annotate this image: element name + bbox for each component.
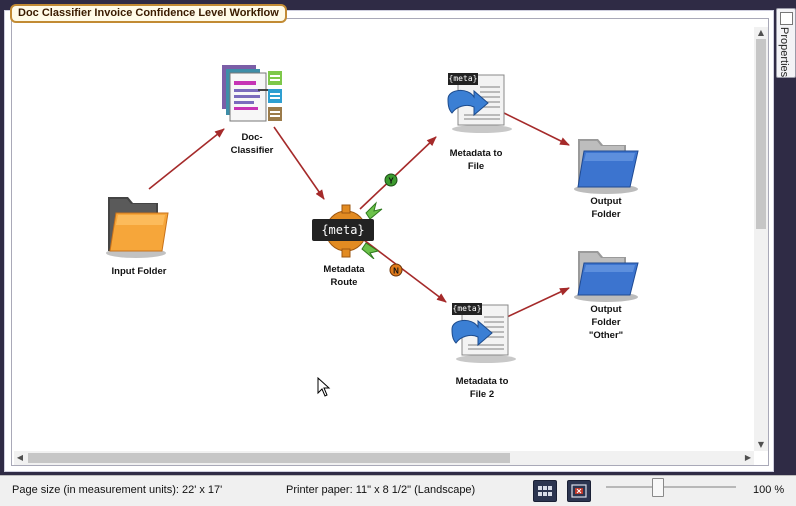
metadata-route-gear-icon (312, 201, 383, 259)
node-metadata-to-file-2-label: Metadata to File 2 (455, 376, 509, 400)
properties-side-tab[interactable]: Properties (776, 8, 796, 78)
status-bar: Page size (in measurement units): 22' x … (0, 475, 796, 506)
node-input-folder-label: Input Folder (111, 266, 167, 277)
metadata-route-meta-text: {meta} (321, 223, 365, 237)
scroll-down-arrow-icon[interactable]: ▼ (757, 440, 765, 449)
node-doc-classifier[interactable]: Doc- Classifier (218, 63, 290, 163)
horizontal-scroll-thumb[interactable] (28, 453, 510, 463)
svg-text:N: N (393, 267, 399, 276)
properties-icon (780, 12, 793, 25)
node-metadata-to-file-2[interactable]: {meta} Metadata to File 2 (442, 301, 520, 401)
workflow-panel: Y N Input Folder (4, 10, 774, 472)
connectors-layer: Y N (148, 112, 570, 318)
scroll-right-arrow-icon[interactable]: ▶ (744, 453, 752, 462)
route-yes-badge: Y (384, 173, 398, 187)
zoom-level-text: 100 % (753, 484, 785, 496)
node-metadata-to-file-label: Metadata to File (449, 148, 503, 172)
fit-to-page-icon (571, 484, 587, 498)
metadata-to-file-meta-text: {meta} (448, 74, 478, 83)
node-output-folder[interactable]: Output Folder (568, 135, 648, 235)
metadata-to-file-2-meta-text: {meta} (452, 304, 482, 313)
properties-tab-label: Properties (778, 27, 790, 78)
node-output-folder-other[interactable]: Output Folder "Other" (568, 249, 648, 359)
node-output-folder-label: Output Folder (590, 196, 622, 220)
printer-paper-text: Printer paper: 11" x 8 1/2" (Landscape) (286, 484, 476, 496)
connector-metadata-file-2-to-output-other[interactable] (506, 287, 570, 318)
folder-orange-icon (106, 197, 169, 258)
vertical-scrollbar[interactable]: ▲ ▼ (754, 27, 768, 451)
node-metadata-to-file[interactable]: {meta} Metadata to File (438, 71, 516, 172)
zoom-slider-thumb[interactable] (652, 478, 664, 497)
folder-blue-icon (574, 139, 639, 194)
workflow-canvas[interactable]: Y N Input Folder (11, 18, 769, 466)
scroll-left-arrow-icon[interactable]: ◀ (16, 453, 24, 462)
node-output-folder-other-label: Output Folder "Other" (588, 304, 624, 341)
scroll-up-arrow-icon[interactable]: ▲ (757, 28, 765, 37)
vertical-scroll-thumb[interactable] (756, 39, 766, 229)
connector-route-to-metadata-file-2[interactable] (359, 236, 447, 303)
folder-blue-other-icon (574, 251, 639, 302)
node-input-folder[interactable]: Input Folder (102, 191, 174, 291)
connector-input-to-classifier[interactable] (148, 128, 225, 190)
node-doc-classifier-label: Doc- Classifier (230, 132, 274, 156)
horizontal-scrollbar[interactable]: ◀ ▶ (14, 451, 754, 465)
zoom-slider-track[interactable] (606, 486, 736, 488)
connector-classifier-to-route[interactable] (273, 126, 325, 200)
metadata-to-file-2-icon (451, 303, 516, 363)
connector-route-to-metadata-file[interactable] (359, 136, 437, 210)
svg-text:Y: Y (388, 177, 394, 186)
node-metadata-route-label: Metadata Route (323, 264, 365, 288)
node-metadata-route[interactable]: {meta} Metadata Route (308, 197, 388, 288)
doc-classifier-icon (222, 65, 282, 122)
fit-to-page-button[interactable] (567, 480, 591, 502)
page-size-text: Page size (in measurement units): 22' x … (12, 484, 223, 496)
grid-view-button[interactable] (533, 480, 557, 502)
mouse-cursor-icon (317, 377, 331, 397)
connector-metadata-file-to-output[interactable] (503, 112, 570, 146)
grid-view-icon (538, 486, 552, 496)
metadata-to-file-icon (447, 73, 512, 133)
workflow-title-tab[interactable]: Doc Classifier Invoice Confidence Level … (10, 4, 287, 23)
route-no-badge: N (389, 263, 403, 277)
